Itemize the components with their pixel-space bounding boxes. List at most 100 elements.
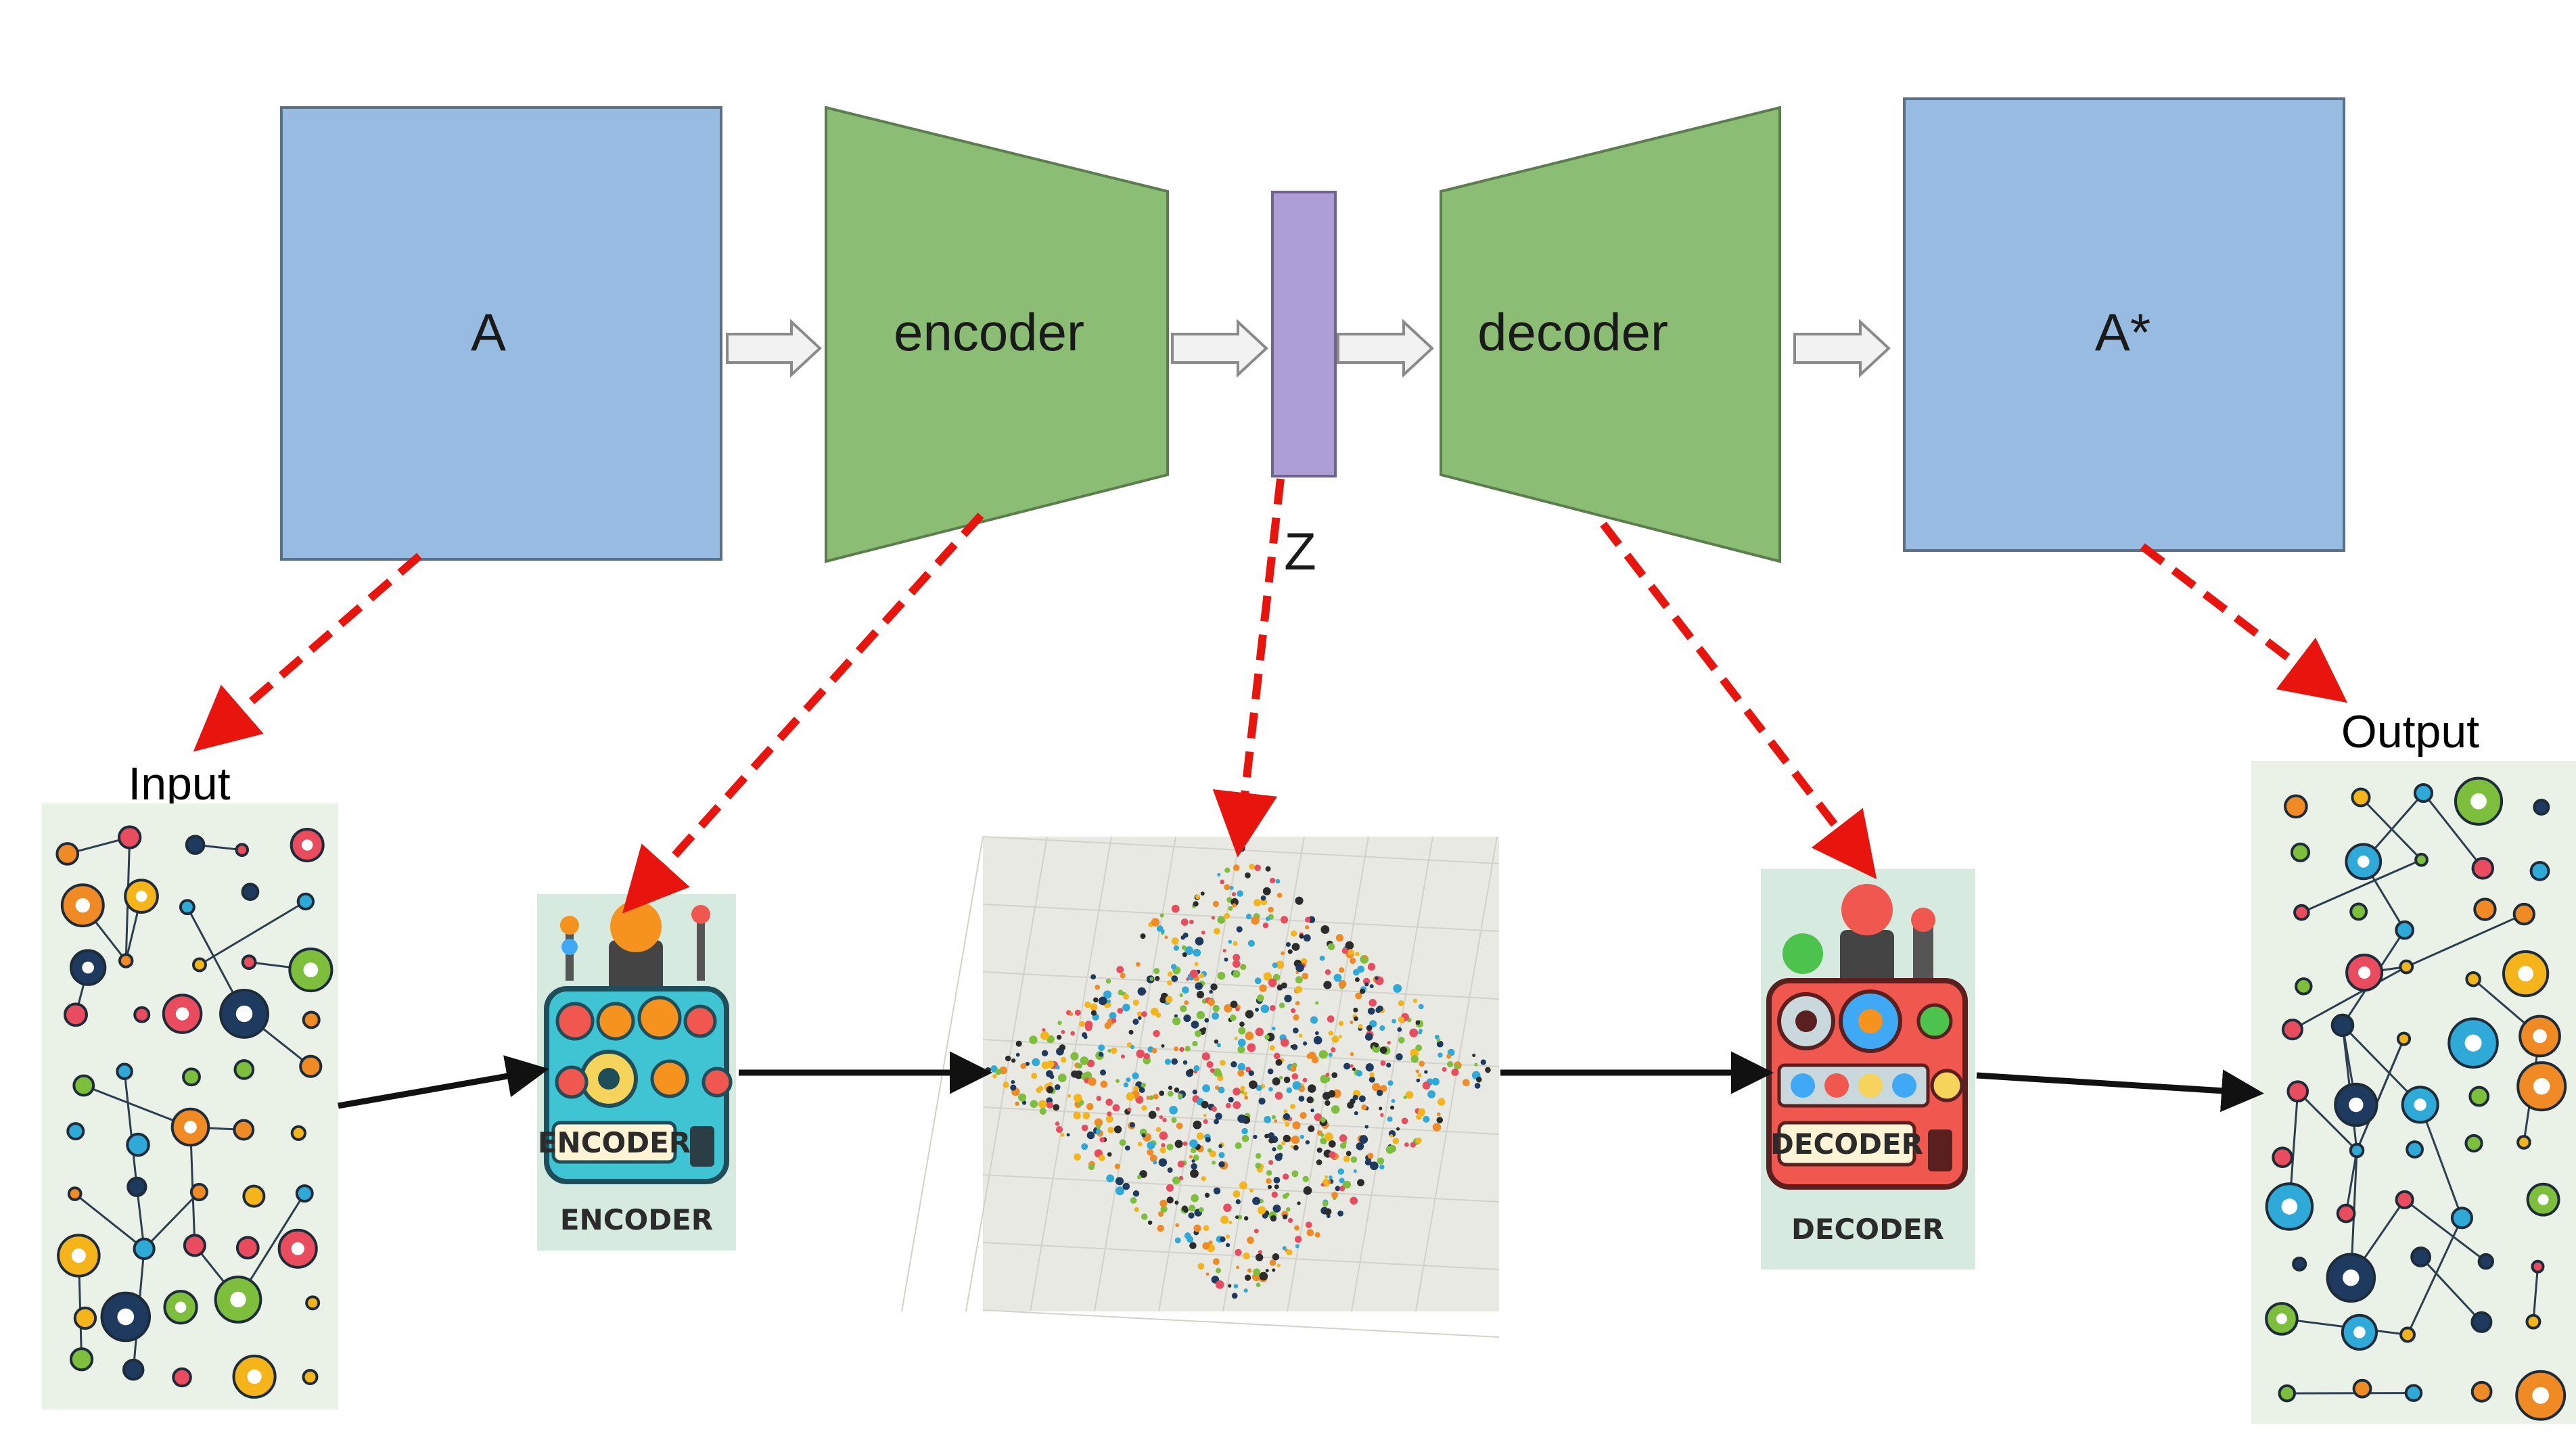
latent-dot	[1180, 918, 1189, 926]
latent-dot	[1228, 1096, 1234, 1103]
latent-dot	[1240, 1086, 1245, 1091]
latent-dot	[1284, 994, 1292, 1003]
latent-dot	[1228, 1221, 1233, 1225]
latent-dot	[1447, 1060, 1454, 1068]
latent-dot	[1233, 1101, 1241, 1109]
latent-dot	[1245, 872, 1251, 879]
latent-dot	[1302, 1175, 1309, 1182]
graph-node	[64, 1002, 88, 1027]
latent-dot	[1141, 1082, 1147, 1088]
grid-line	[982, 971, 1500, 1000]
latent-dot	[1120, 973, 1126, 979]
latent-dot	[1442, 1067, 1447, 1072]
latent-dot	[1107, 1152, 1112, 1157]
latent-dot	[1446, 1054, 1452, 1059]
graph-node-center	[2533, 1029, 2547, 1044]
latent-dot	[1285, 1207, 1291, 1212]
latent-dot	[1136, 1175, 1142, 1180]
latent-dot	[1218, 1152, 1225, 1159]
graph-node	[2395, 920, 2414, 940]
hollow-arrow-2	[1171, 319, 1268, 378]
latent-dot	[1049, 1081, 1053, 1086]
latent-dot	[1331, 1035, 1339, 1043]
latent-dot	[1338, 1035, 1342, 1039]
latent-dot	[1436, 1112, 1441, 1117]
latent-dot	[1355, 952, 1360, 956]
latent-dot	[1212, 1004, 1220, 1012]
graph-node	[2286, 1080, 2309, 1102]
latent-dot	[1305, 1140, 1310, 1145]
latent-dot	[1214, 1039, 1219, 1044]
encoder-caption: ENCODER	[560, 1203, 713, 1236]
latent-dot	[1377, 1005, 1383, 1012]
latent-dot	[1127, 1107, 1132, 1112]
latent-dot	[1323, 981, 1332, 989]
latent-dot	[1205, 1137, 1211, 1143]
latent-dot	[1085, 1024, 1092, 1031]
latent-dot	[1195, 1124, 1200, 1129]
latent-dot	[1254, 1228, 1259, 1234]
latent-dot	[1173, 945, 1180, 951]
latent-dot	[1438, 1098, 1446, 1106]
graph-node	[2471, 857, 2494, 880]
latent-dot	[1380, 1113, 1384, 1117]
latent-dot	[1424, 1070, 1428, 1074]
latent-dot	[1071, 1070, 1079, 1078]
graph-node-center	[2276, 1313, 2287, 1324]
latent-dot	[1103, 990, 1112, 999]
latent-dot	[1286, 1249, 1293, 1256]
latent-dot	[1128, 1029, 1134, 1035]
latent-dot	[1264, 1134, 1269, 1139]
output-graph-image	[2251, 761, 2576, 1424]
latent-dot	[1319, 955, 1325, 961]
latent-dot	[1215, 1280, 1224, 1289]
latent-dot	[1372, 1083, 1381, 1092]
latent-dot	[1098, 996, 1107, 1006]
latent-dot	[1350, 1098, 1356, 1104]
latent-dot	[1132, 999, 1139, 1006]
graph-node	[55, 842, 80, 866]
latent-dot	[1172, 1176, 1180, 1185]
graph-node	[242, 1184, 266, 1208]
latent-dot	[1147, 1141, 1155, 1150]
latent-dot	[1292, 1027, 1299, 1034]
latent-dot	[1106, 1174, 1115, 1183]
graph-node	[2293, 904, 2310, 921]
latent-dot	[1215, 1113, 1222, 1120]
hollow-arrow-1	[726, 319, 822, 378]
box-a-star	[1903, 97, 2345, 552]
latent-dot	[1116, 1186, 1125, 1196]
latent-dot	[1141, 1133, 1146, 1138]
latent-dot	[1088, 1077, 1097, 1086]
graph-node	[2278, 1384, 2297, 1403]
latent-dot	[1356, 1070, 1363, 1077]
latent-dot	[1194, 1030, 1202, 1037]
latent-dot	[1237, 1063, 1246, 1071]
latent-dot	[1195, 937, 1204, 946]
latent-dot	[1320, 1183, 1325, 1187]
latent-dot	[1364, 982, 1369, 987]
latent-dot	[1396, 1053, 1403, 1060]
latent-dot	[1279, 1002, 1285, 1008]
latent-dot	[1120, 1054, 1125, 1059]
latent-dot	[1159, 1090, 1165, 1096]
latent-dot	[1295, 963, 1304, 973]
latent-dot	[1189, 1242, 1197, 1249]
latent-dot	[1387, 1116, 1393, 1122]
latent-dot	[1138, 1016, 1142, 1020]
latent-dot	[1350, 1052, 1354, 1056]
graph-node-center	[2349, 1097, 2364, 1113]
latent-dot	[1282, 1214, 1288, 1219]
latent-dot	[1410, 1048, 1419, 1058]
latent-dot	[1307, 1084, 1316, 1093]
latent-dot	[1283, 1076, 1291, 1083]
latent-dot	[1176, 1122, 1183, 1129]
latent-dot	[1262, 922, 1269, 929]
latent-dot	[1285, 941, 1291, 948]
latent-dot	[1182, 1141, 1188, 1146]
graph-node-center	[230, 1291, 246, 1308]
latent-dot	[1264, 1115, 1272, 1123]
graph-node-center	[235, 1005, 253, 1023]
latent-dot	[1132, 1190, 1140, 1197]
latent-dot	[1328, 1140, 1336, 1148]
